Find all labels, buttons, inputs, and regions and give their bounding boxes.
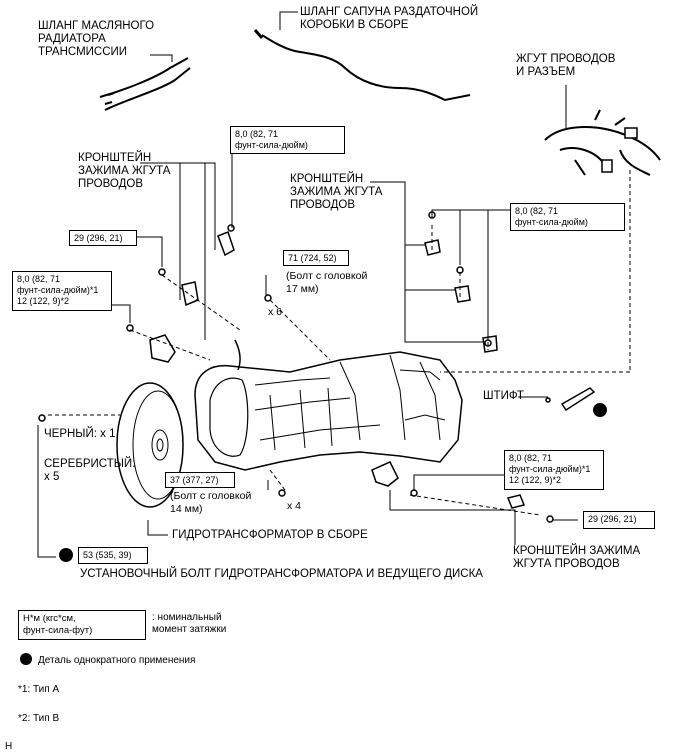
leader-left-double (112, 304, 131, 323)
torque-box-71: 71 (724, 52) (283, 250, 349, 266)
bracket-center-b (454, 285, 471, 303)
bracket-left-lower (149, 334, 176, 363)
legend-unit-box: Н*м (кгс*см, фунт-сила-фут) (18, 610, 146, 640)
label-corner-code: H (5, 741, 13, 752)
label-torque-converter: ГИДРОТРАНСФОРМАТОР В СБОРЕ (172, 529, 368, 541)
label-clamp-bracket-center: КРОНШТЕЙН ЗАЖИМА ЖГУТА ПРОВОДОВ (290, 173, 383, 211)
label-bolt-14mm: (Болт с головкой 14 мм) (170, 490, 252, 515)
torque-box-right-double: 8,0 (82, 71 фунт-сила-дюйм)*1 12 (122, 9… (504, 450, 604, 490)
legend-note-type-b: *2: Тип B (18, 713, 60, 724)
pin-part (560, 387, 596, 412)
oil-cooler-hose (99, 57, 191, 111)
torque-box-37: 37 (377, 27) (165, 472, 235, 488)
bracket-left-middle (181, 281, 199, 307)
legend-note-type-a: *1: Тип A (18, 684, 60, 695)
label-clamp-bracket-left: КРОНШТЕЙН ЗАЖИМА ЖГУТА ПРОВОДОВ (78, 152, 171, 190)
bracket-left-upper (217, 231, 235, 257)
bracket-center-a (424, 239, 441, 256)
leader-29-left (136, 236, 163, 267)
single-use-marker-set-bolt (59, 548, 73, 562)
legend-unit-description: : номинальный момент затяжки (152, 612, 227, 635)
torque-box-53: 53 (535, 39) (78, 547, 148, 564)
leader-setbolt (37, 425, 56, 558)
leader-clamp-bottom (389, 490, 516, 545)
torque-box-left-double: 8,0 (82, 71 фунт-сила-дюйм)*1 12 (122, 9… (12, 271, 112, 311)
breather-hose (261, 34, 471, 102)
bracket-center-c (482, 335, 498, 353)
wire-harness (544, 109, 661, 176)
torque-box-29-left: 29 (296, 21) (69, 230, 137, 246)
label-bolt-14mm-count: x 4 (287, 500, 302, 512)
label-clamp-bracket-bottom: КРОНШТЕЙН ЗАЖИМА ЖГУТА ПРОВОДОВ (513, 545, 641, 570)
leader-torque-right (431, 209, 510, 218)
leader-breather (279, 11, 298, 30)
label-pin: ШТИФТ (483, 390, 524, 402)
single-use-marker-pin (593, 403, 607, 417)
leader-oil-cooler (150, 54, 173, 62)
label-bolt-17mm-count: x 6 (268, 306, 283, 318)
torque-box-right: 8,0 (82, 71 фунт-сила-дюйм) (510, 203, 625, 231)
bracket-bottom (371, 461, 399, 487)
leader-clamp-center (370, 181, 485, 343)
label-wire-harness: ЖГУТ ПРОВОДОВ И РАЗЪЕМ (516, 53, 616, 78)
label-breather-hose: ШЛАНГ САПУНА РАЗДАТОЧНОЙ КОРОБКИ В СБОРЕ (300, 6, 479, 31)
leader-right-double (413, 474, 504, 490)
legend-single-use-marker (20, 653, 32, 665)
torque-box-top: 8,0 (82, 71 фунт-сила-дюйм) (230, 126, 345, 154)
label-black-count: ЧЕРНЫЙ: x 1 (44, 428, 116, 440)
torque-box-29-right: 29 (296, 21) (583, 511, 655, 529)
label-silver-count: СЕРЕБРИСТЫЙ: x 5 (44, 458, 136, 483)
leader-converter (147, 520, 168, 536)
label-bolt-17mm: (Болт с головкой 17 мм) (286, 270, 368, 295)
label-oil-cooler-hose: ШЛАНГ МАСЛЯНОГО РАДИАТОРА ТРАНСМИССИИ (38, 20, 155, 58)
transmission-body (194, 351, 463, 471)
leader-clamp-left (140, 162, 216, 250)
legend-single-use-text: Деталь однократного применения (38, 655, 196, 666)
label-set-bolt: УСТАНОВОЧНЫЙ БОЛТ ГИДРОТРАНСФОРМАТОРА И … (80, 568, 483, 580)
